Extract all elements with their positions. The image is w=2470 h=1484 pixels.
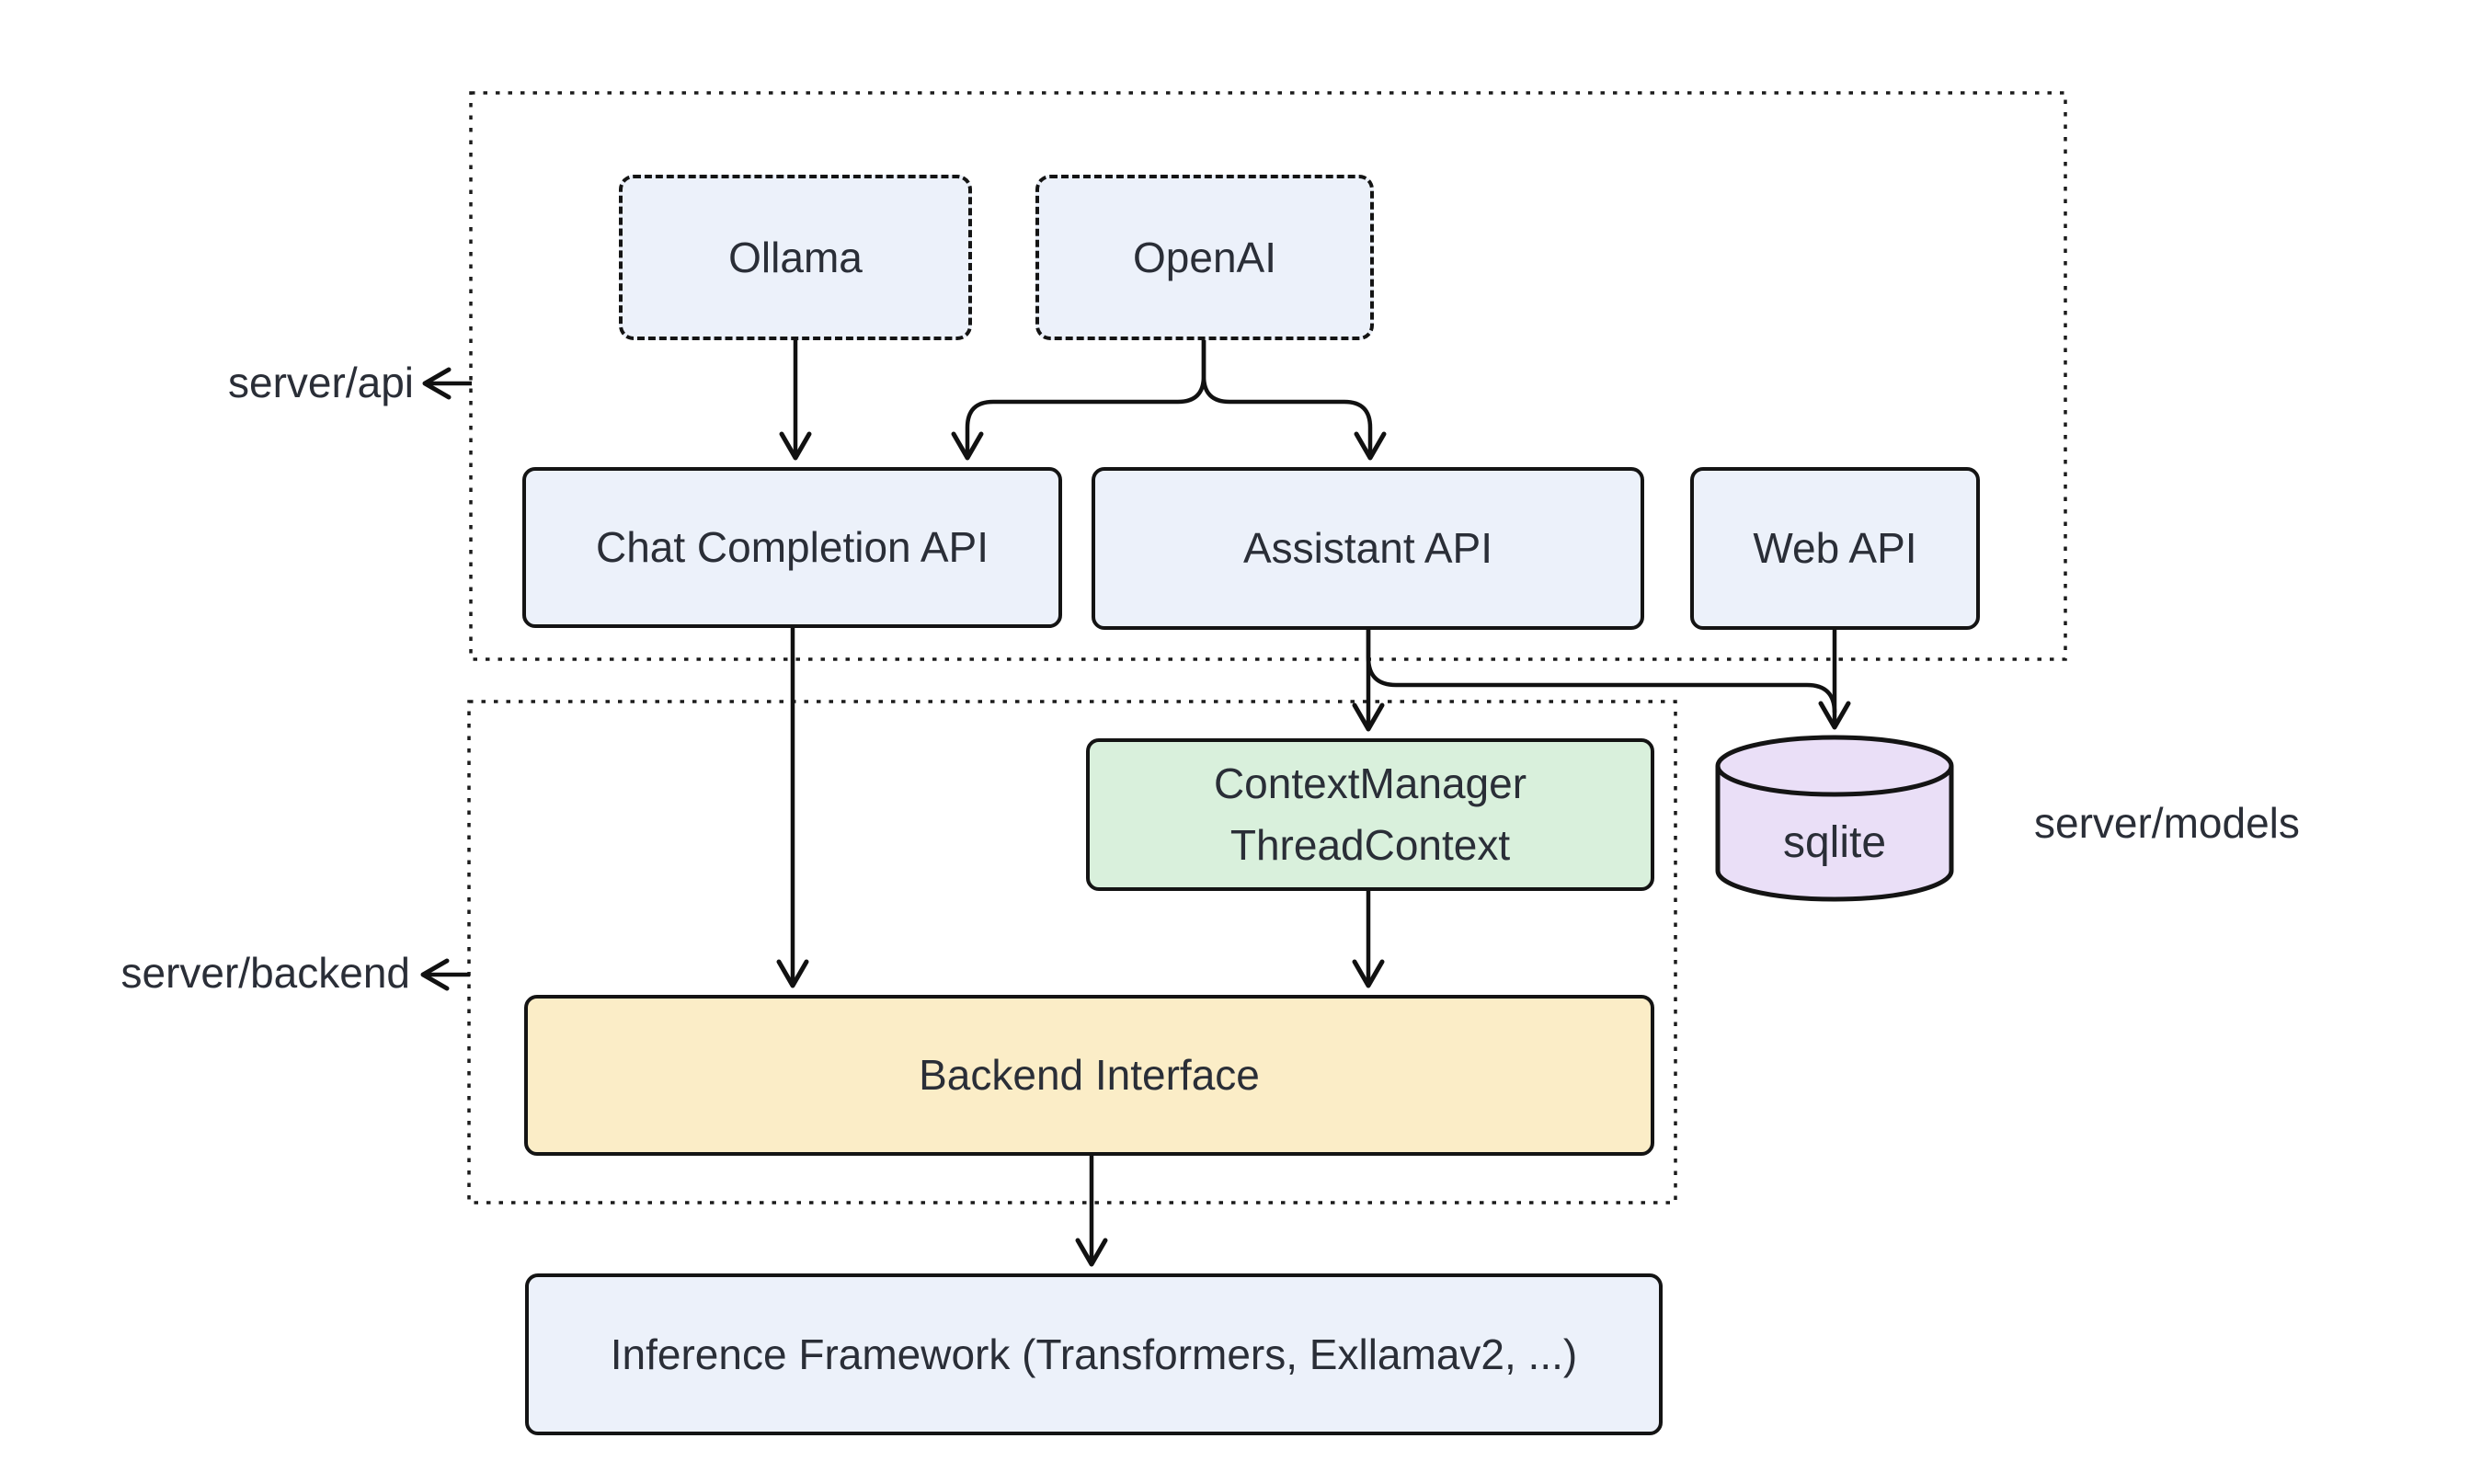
node-openai: OpenAI <box>1035 175 1374 340</box>
node-inference-framework-label: Inference Framework (Transformers, Exlla… <box>610 1330 1578 1378</box>
label-server-models: server/models <box>2034 799 2300 847</box>
region-server-api-border <box>469 91 2067 661</box>
node-ollama: Ollama <box>619 175 972 340</box>
node-sqlite-label: sqlite <box>1718 813 1951 873</box>
label-server-backend: server/backend <box>120 949 411 997</box>
node-openai-label: OpenAI <box>1133 233 1276 281</box>
label-server-api: server/api <box>228 359 414 406</box>
edge-openai-chat-completion <box>951 340 1206 461</box>
edge-assistant-api-sqlite <box>1366 630 1837 713</box>
node-context-manager: ContextManager ThreadContext <box>1086 738 1654 891</box>
node-backend-interface: Backend Interface <box>524 995 1654 1156</box>
node-chat-completion-api: Chat Completion API <box>522 467 1062 628</box>
context-manager-line2: ThreadContext <box>1229 821 1511 869</box>
node-inference-framework: Inference Framework (Transformers, Exlla… <box>525 1273 1663 1435</box>
sqlite-cylinder <box>1715 735 1954 902</box>
node-web-api: Web API <box>1690 467 1980 630</box>
region-server-backend-border <box>467 700 1677 1204</box>
node-assistant-api-label: Assistant API <box>1242 524 1492 573</box>
node-chat-completion-api-label: Chat Completion API <box>595 523 989 572</box>
node-ollama-label: Ollama <box>728 233 863 281</box>
sqlite-label-text: sqlite <box>1782 818 1887 868</box>
node-assistant-api: Assistant API <box>1092 467 1644 630</box>
context-manager-line1: ContextManager <box>1213 759 1527 808</box>
node-backend-interface-label: Backend Interface <box>919 1051 1260 1100</box>
node-web-api-label: Web API <box>1753 524 1917 573</box>
node-context-manager-label: ContextManager ThreadContext <box>1214 753 1527 875</box>
edge-openai-assistant-api <box>1201 340 1387 461</box>
